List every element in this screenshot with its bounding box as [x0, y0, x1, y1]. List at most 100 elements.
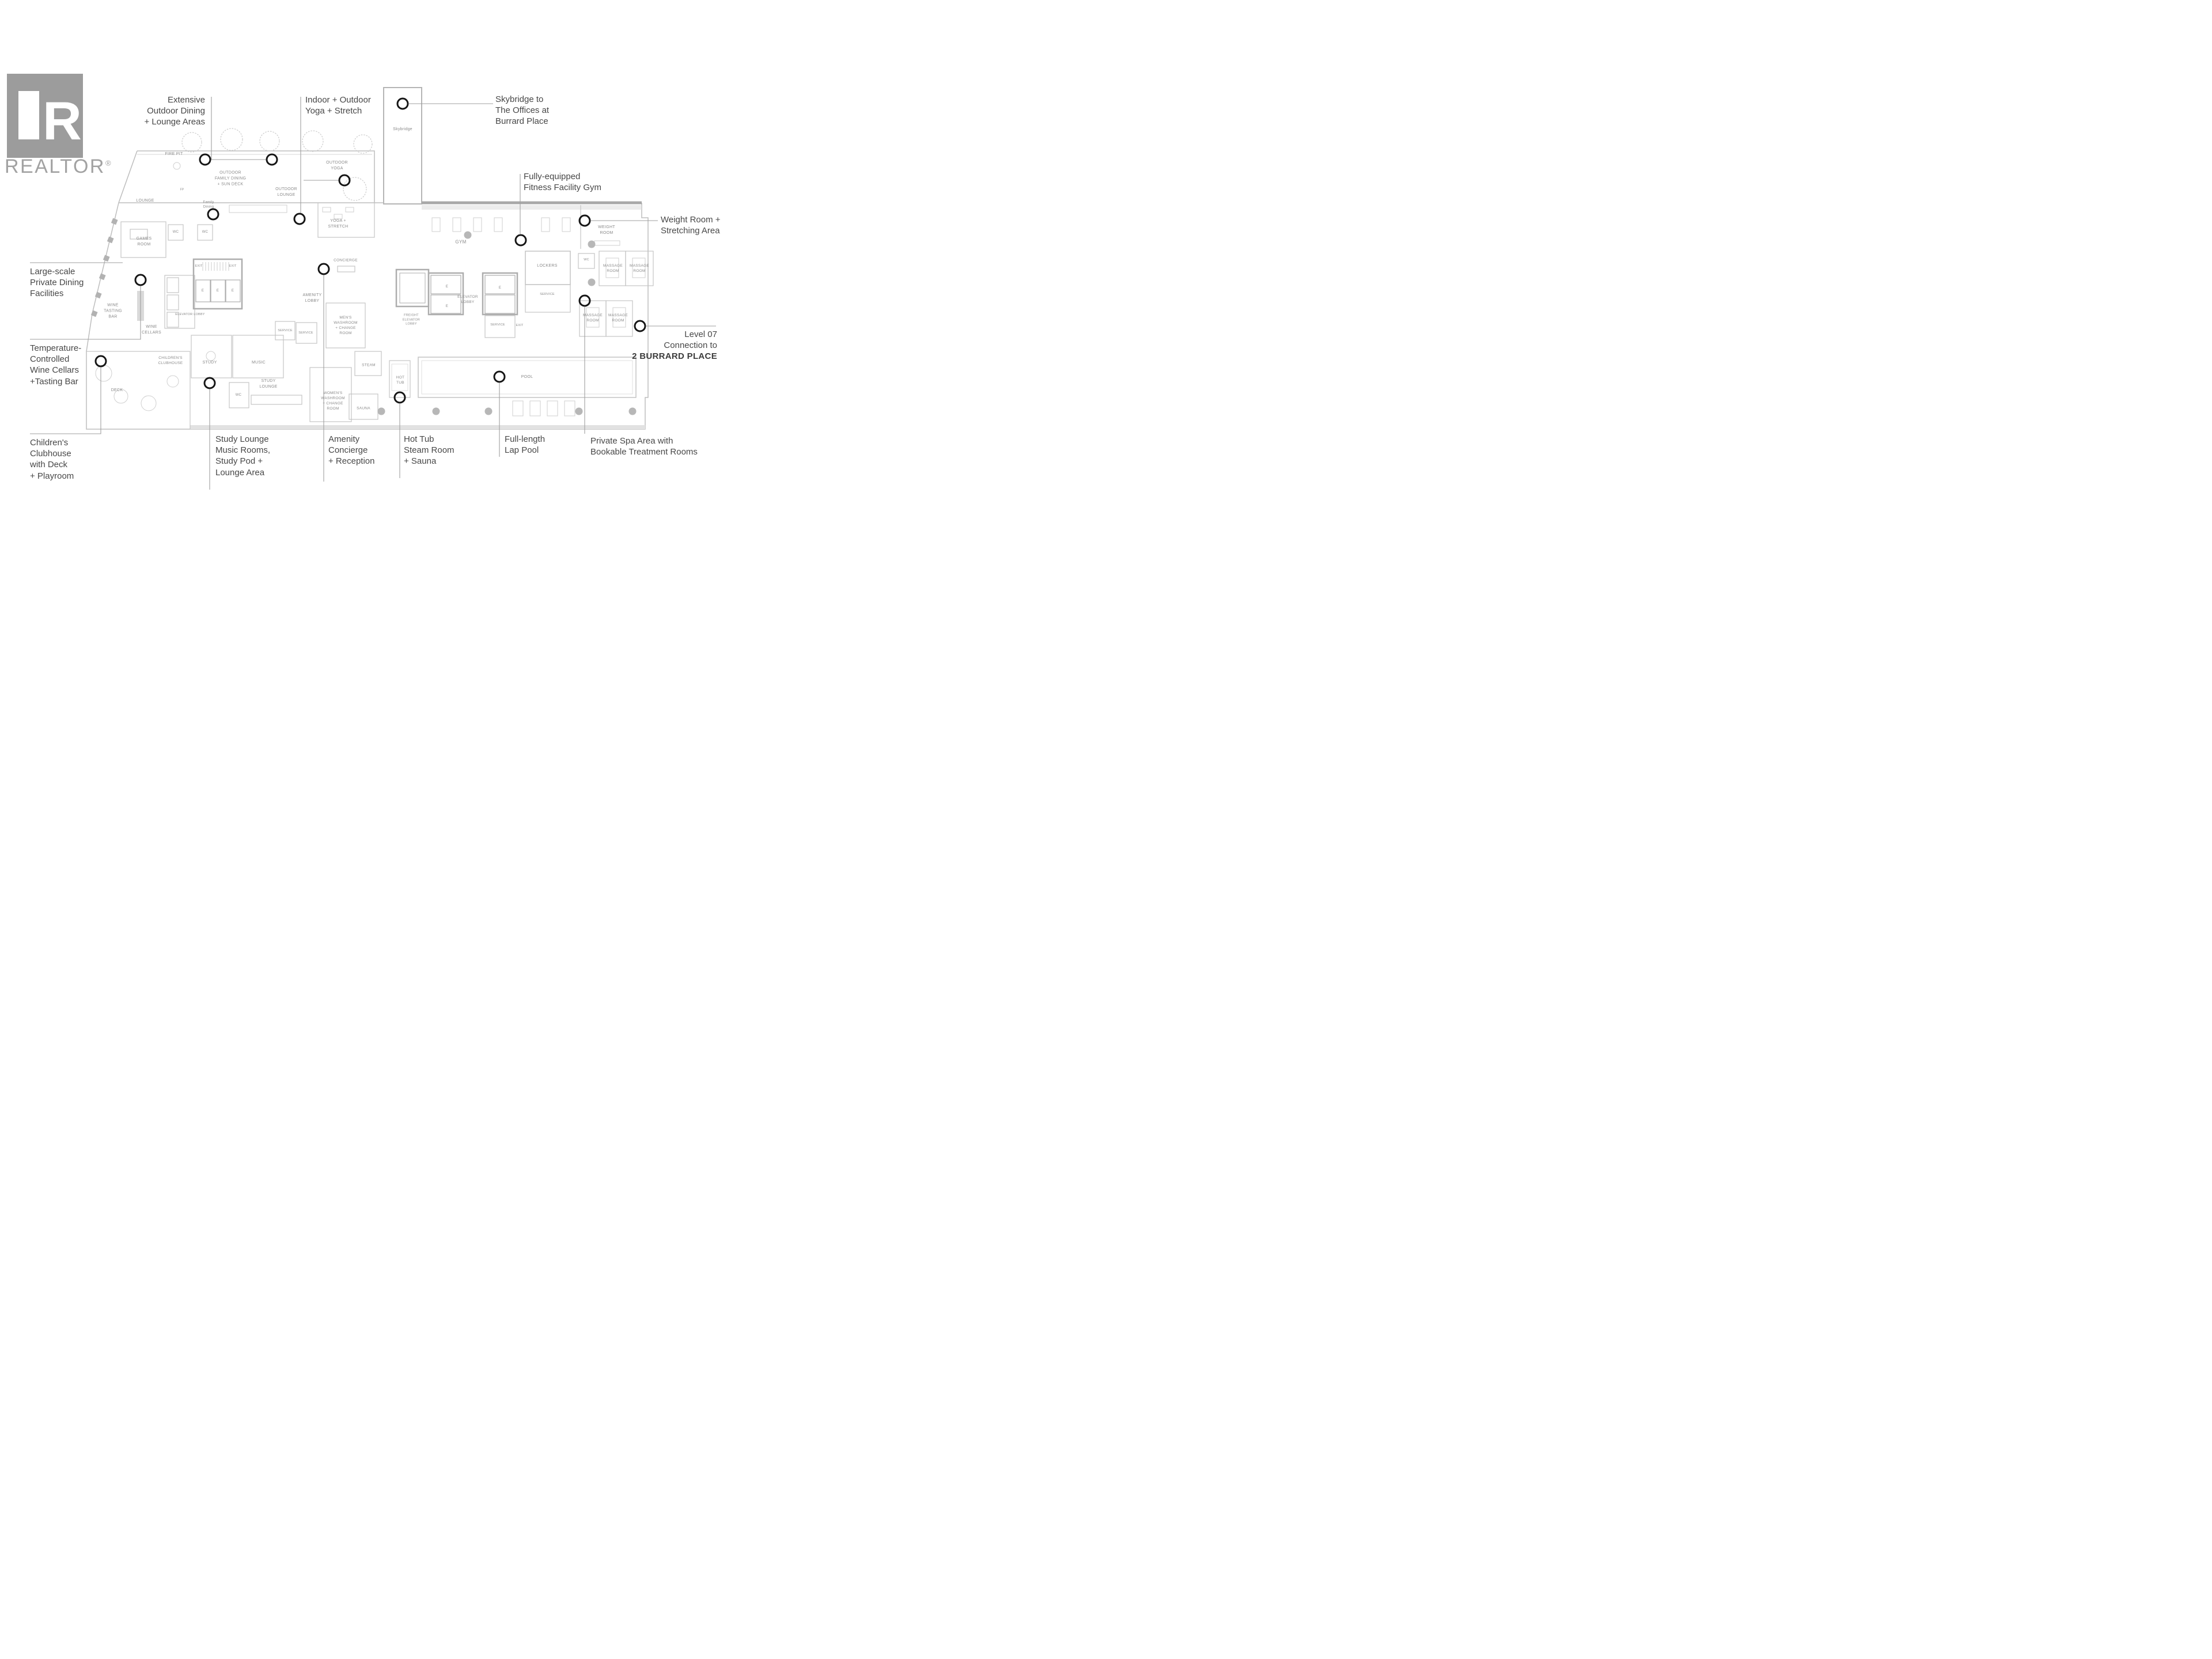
annotation-level07: Level 07 Connection to 2 BURRARD PLACE [632, 329, 717, 362]
room-label: MASSAGE ROOM [583, 313, 603, 323]
annotation-private-spa: Private Spa Area with Bookable Treatment… [590, 436, 698, 457]
room-label: OUTDOOR LOUNGE [275, 187, 297, 197]
room-label: WINE CELLARS [142, 325, 161, 335]
room-label: MEN'S WASHROOM + CHANGE ROOM [334, 315, 358, 336]
amenity-marker-circle [393, 391, 406, 404]
annotation-lap-pool: Full-length Lap Pool [505, 434, 546, 456]
floor-plan [30, 87, 716, 490]
room-label: EXIT [516, 324, 524, 328]
room-label: STUDY [202, 361, 217, 365]
annotation-skybridge: Skybridge to The Offices at Burrard Plac… [495, 94, 550, 127]
room-label: SERVICE [540, 293, 555, 297]
elevator-cores [192, 258, 518, 316]
annotation-private-dining: Large-scale Private Dining Facilities [30, 267, 84, 299]
floor-plan-page: R REALTOR® Extensive Outdoor Dining + Lo… [0, 0, 737, 553]
room-label: WC [172, 230, 179, 234]
annotation-fitness: Fully-equipped Fitness Facility Gym [524, 172, 602, 193]
column-dots [377, 231, 637, 415]
room-label: WOMEN'S WASHROOM + CHANGE ROOM [321, 391, 345, 411]
room-label: FIRE PIT [165, 152, 183, 157]
amenity-marker-circle [338, 174, 351, 187]
amenity-marker-circle [266, 153, 278, 166]
room-label: MASSAGE ROOM [603, 263, 623, 273]
room-label: EXIT [229, 264, 237, 268]
room-label: CONCIERGE [334, 258, 358, 263]
stairs-icon [202, 262, 229, 271]
room-label: WC [584, 258, 589, 262]
room-label: GYM [455, 239, 467, 245]
realtor-wordmark: REALTOR® [5, 156, 111, 177]
room-label: SERVICE [298, 331, 313, 335]
amenity-marker-circle [634, 320, 646, 332]
room-label: STEAM [362, 363, 376, 368]
amenity-marker-circle [199, 153, 211, 166]
svg-text:R: R [43, 90, 82, 151]
room-label: MASSAGE ROOM [608, 313, 628, 323]
amenity-marker-circle [493, 370, 506, 383]
interior-walls [86, 202, 654, 430]
room-label: ELEVATOR LOBBY [457, 294, 478, 304]
room-label: HOT TUB [396, 375, 405, 385]
room-label: MASSAGE ROOM [630, 263, 649, 273]
walkway-band [190, 425, 645, 429]
room-label: E [216, 289, 219, 293]
room-label: ELEVATOR LOBBY [175, 313, 205, 317]
amenity-marker-circle [94, 355, 107, 368]
amenity-marker-circle [578, 214, 591, 227]
room-label: AMENITY LOBBY [302, 293, 322, 303]
room-label: MUSIC [252, 361, 266, 365]
room-label: E [445, 304, 449, 308]
room-label: FP [180, 188, 184, 192]
realtor-logo-icon: R [7, 74, 83, 158]
amenity-marker-circle [514, 234, 527, 247]
leader-lines [30, 97, 716, 490]
annotation-wine-cellars: Temperature- Controlled Wine Cellars +Ta… [30, 343, 82, 387]
room-label: WC [235, 393, 242, 397]
amenity-marker-circle [578, 294, 591, 307]
room-label: Skybridge [393, 127, 412, 132]
room-label: E [231, 289, 234, 293]
room-label: LOUNGE [136, 199, 154, 203]
registered-mark: ® [105, 158, 111, 168]
annotation-weight-room: Weight Room + Stretching Area [661, 215, 721, 236]
annotation-outdoor-dining: Extensive Outdoor Dining + Lounge Areas [144, 95, 205, 127]
level07-text: Level 07 Connection to [664, 329, 717, 351]
room-label: OUTDOOR YOGA [326, 161, 348, 171]
room-label: WEIGHT ROOM [598, 225, 615, 235]
annotation-hot-tub: Hot Tub Steam Room + Sauna [404, 434, 454, 467]
annotation-indoor-yoga: Indoor + Outdoor Yoga + Stretch [305, 95, 371, 116]
furniture-icons [95, 162, 646, 416]
annotation-amenity-concierge: Amenity Concierge + Reception [328, 434, 375, 467]
room-label: LOCKERS [537, 264, 558, 268]
room-label: SERVICE [278, 329, 293, 333]
level07-bold-text: 2 BURRARD PLACE [632, 351, 717, 362]
amenity-marker-circle [293, 213, 306, 225]
room-label: Family Dining [203, 200, 214, 209]
annotation-study-lounge: Study Lounge Music Rooms, Study Pod + Lo… [215, 434, 271, 478]
room-label: FREIGHT ELEVATOR LOBBY [402, 313, 421, 326]
amenity-marker-circle [396, 97, 409, 110]
room-label: E [498, 286, 502, 290]
room-label: E [445, 285, 449, 289]
room-label: OUTDOOR FAMILY DINING + SUN DECK [214, 171, 247, 186]
room-label: GAMES ROOM [136, 237, 152, 247]
room-label: WINE TASTING BAR [104, 303, 122, 319]
room-label: SAUNA [357, 406, 370, 411]
room-label: POOL [521, 375, 533, 380]
amenity-marker-circle [203, 377, 216, 389]
room-label: E [201, 289, 204, 293]
amenity-marker-circle [207, 208, 219, 221]
amenity-marker-circle [317, 263, 330, 275]
room-label: YOGA + STRETCH [328, 219, 349, 229]
room-label: DECK [111, 388, 123, 393]
room-label: EXIT [195, 264, 203, 268]
room-label: CHILDREN'S CLUBHOUSE [158, 355, 183, 365]
room-label: WC [202, 230, 209, 234]
tree-icons [181, 128, 373, 201]
balcony-teeth [90, 218, 118, 317]
room-label: SERVICE [490, 323, 505, 327]
wall-shadow [422, 205, 642, 210]
room-label: STUDY LOUNGE [259, 379, 278, 389]
annotation-childrens-clubhouse: Children's Clubhouse with Deck + Playroo… [30, 438, 74, 481]
amenity-marker-circle [134, 274, 147, 286]
